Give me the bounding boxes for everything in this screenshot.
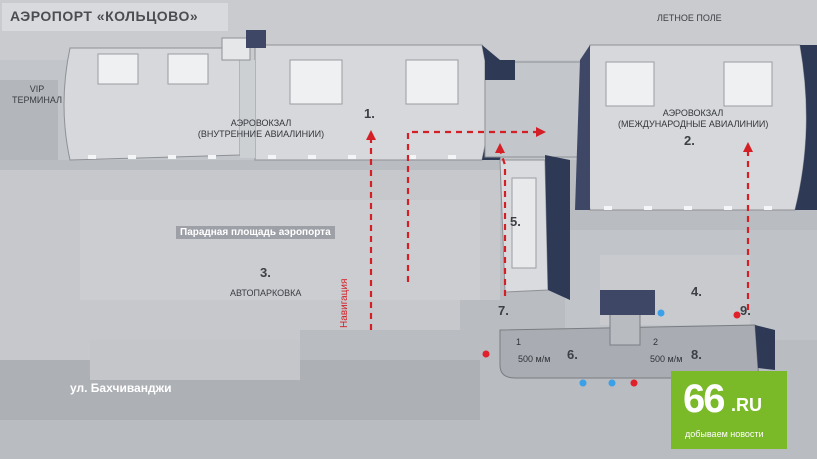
marker-8: 8. — [691, 347, 702, 362]
garage-level-2: 2 — [653, 337, 659, 347]
marker-9: 9. — [740, 303, 751, 318]
domestic-hall-line1: АЭРОВОКЗАЛ — [230, 118, 292, 128]
map-title: АЭРОПОРТ «КОЛЬЦОВО» — [10, 8, 199, 24]
international-hall-line1: АЭРОВОКЗАЛ — [662, 108, 724, 118]
marker-3: 3. — [260, 265, 271, 280]
marker-7: 7. — [498, 303, 509, 318]
navigation-label: Навигация — [339, 278, 350, 328]
plaza-label: Парадная площадь аэропорта — [176, 226, 335, 239]
domestic-hall-label: АЭРОВОКЗАЛ (ВНУТРЕННИЕ АВИАЛИНИИ) — [196, 118, 326, 140]
parking-label: АВТОПАРКОВКА — [230, 288, 302, 298]
marker-2: 2. — [684, 133, 695, 148]
street-label: ул. Бахчиванджи — [70, 381, 172, 395]
navigation-route — [369, 130, 750, 330]
marker-6: 6. — [567, 347, 578, 362]
airfield-label: ЛЕТНОЕ ПОЛЕ — [657, 13, 722, 23]
title-box — [2, 3, 228, 31]
garage-distance-2: 500 м/м — [650, 354, 683, 364]
garage-level-1: 1 — [516, 337, 522, 347]
marker-1: 1. — [364, 106, 375, 121]
vip-label-line2: ТЕРМИНАЛ — [12, 95, 62, 105]
logo-tagline: добываем новости — [685, 429, 764, 439]
garage-distance-1: 500 м/м — [518, 354, 551, 364]
logo-domain: .RU — [731, 395, 762, 415]
domestic-hall-line2: (ВНУТРЕННИЕ АВИАЛИНИИ) — [197, 129, 325, 139]
international-hall-line2: (МЕЖДУНАРОДНЫЕ АВИАЛИНИИ) — [618, 119, 769, 129]
domestic-terminal — [63, 47, 241, 161]
international-hall-label: АЭРОВОКЗАЛ (МЕЖДУНАРОДНЫЕ АВИАЛИНИИ) — [618, 108, 768, 130]
vip-label-line1: VIP — [29, 84, 45, 94]
marker-4: 4. — [691, 284, 702, 299]
vip-terminal-label: VIP ТЕРМИНАЛ — [12, 84, 62, 106]
dots — [482, 309, 741, 387]
logo-number: 66 — [683, 377, 725, 421]
site-logo[interactable]: 66 .RU добываем новости — [671, 371, 787, 449]
marker-5: 5. — [510, 214, 521, 229]
vip-terminal — [0, 80, 58, 160]
